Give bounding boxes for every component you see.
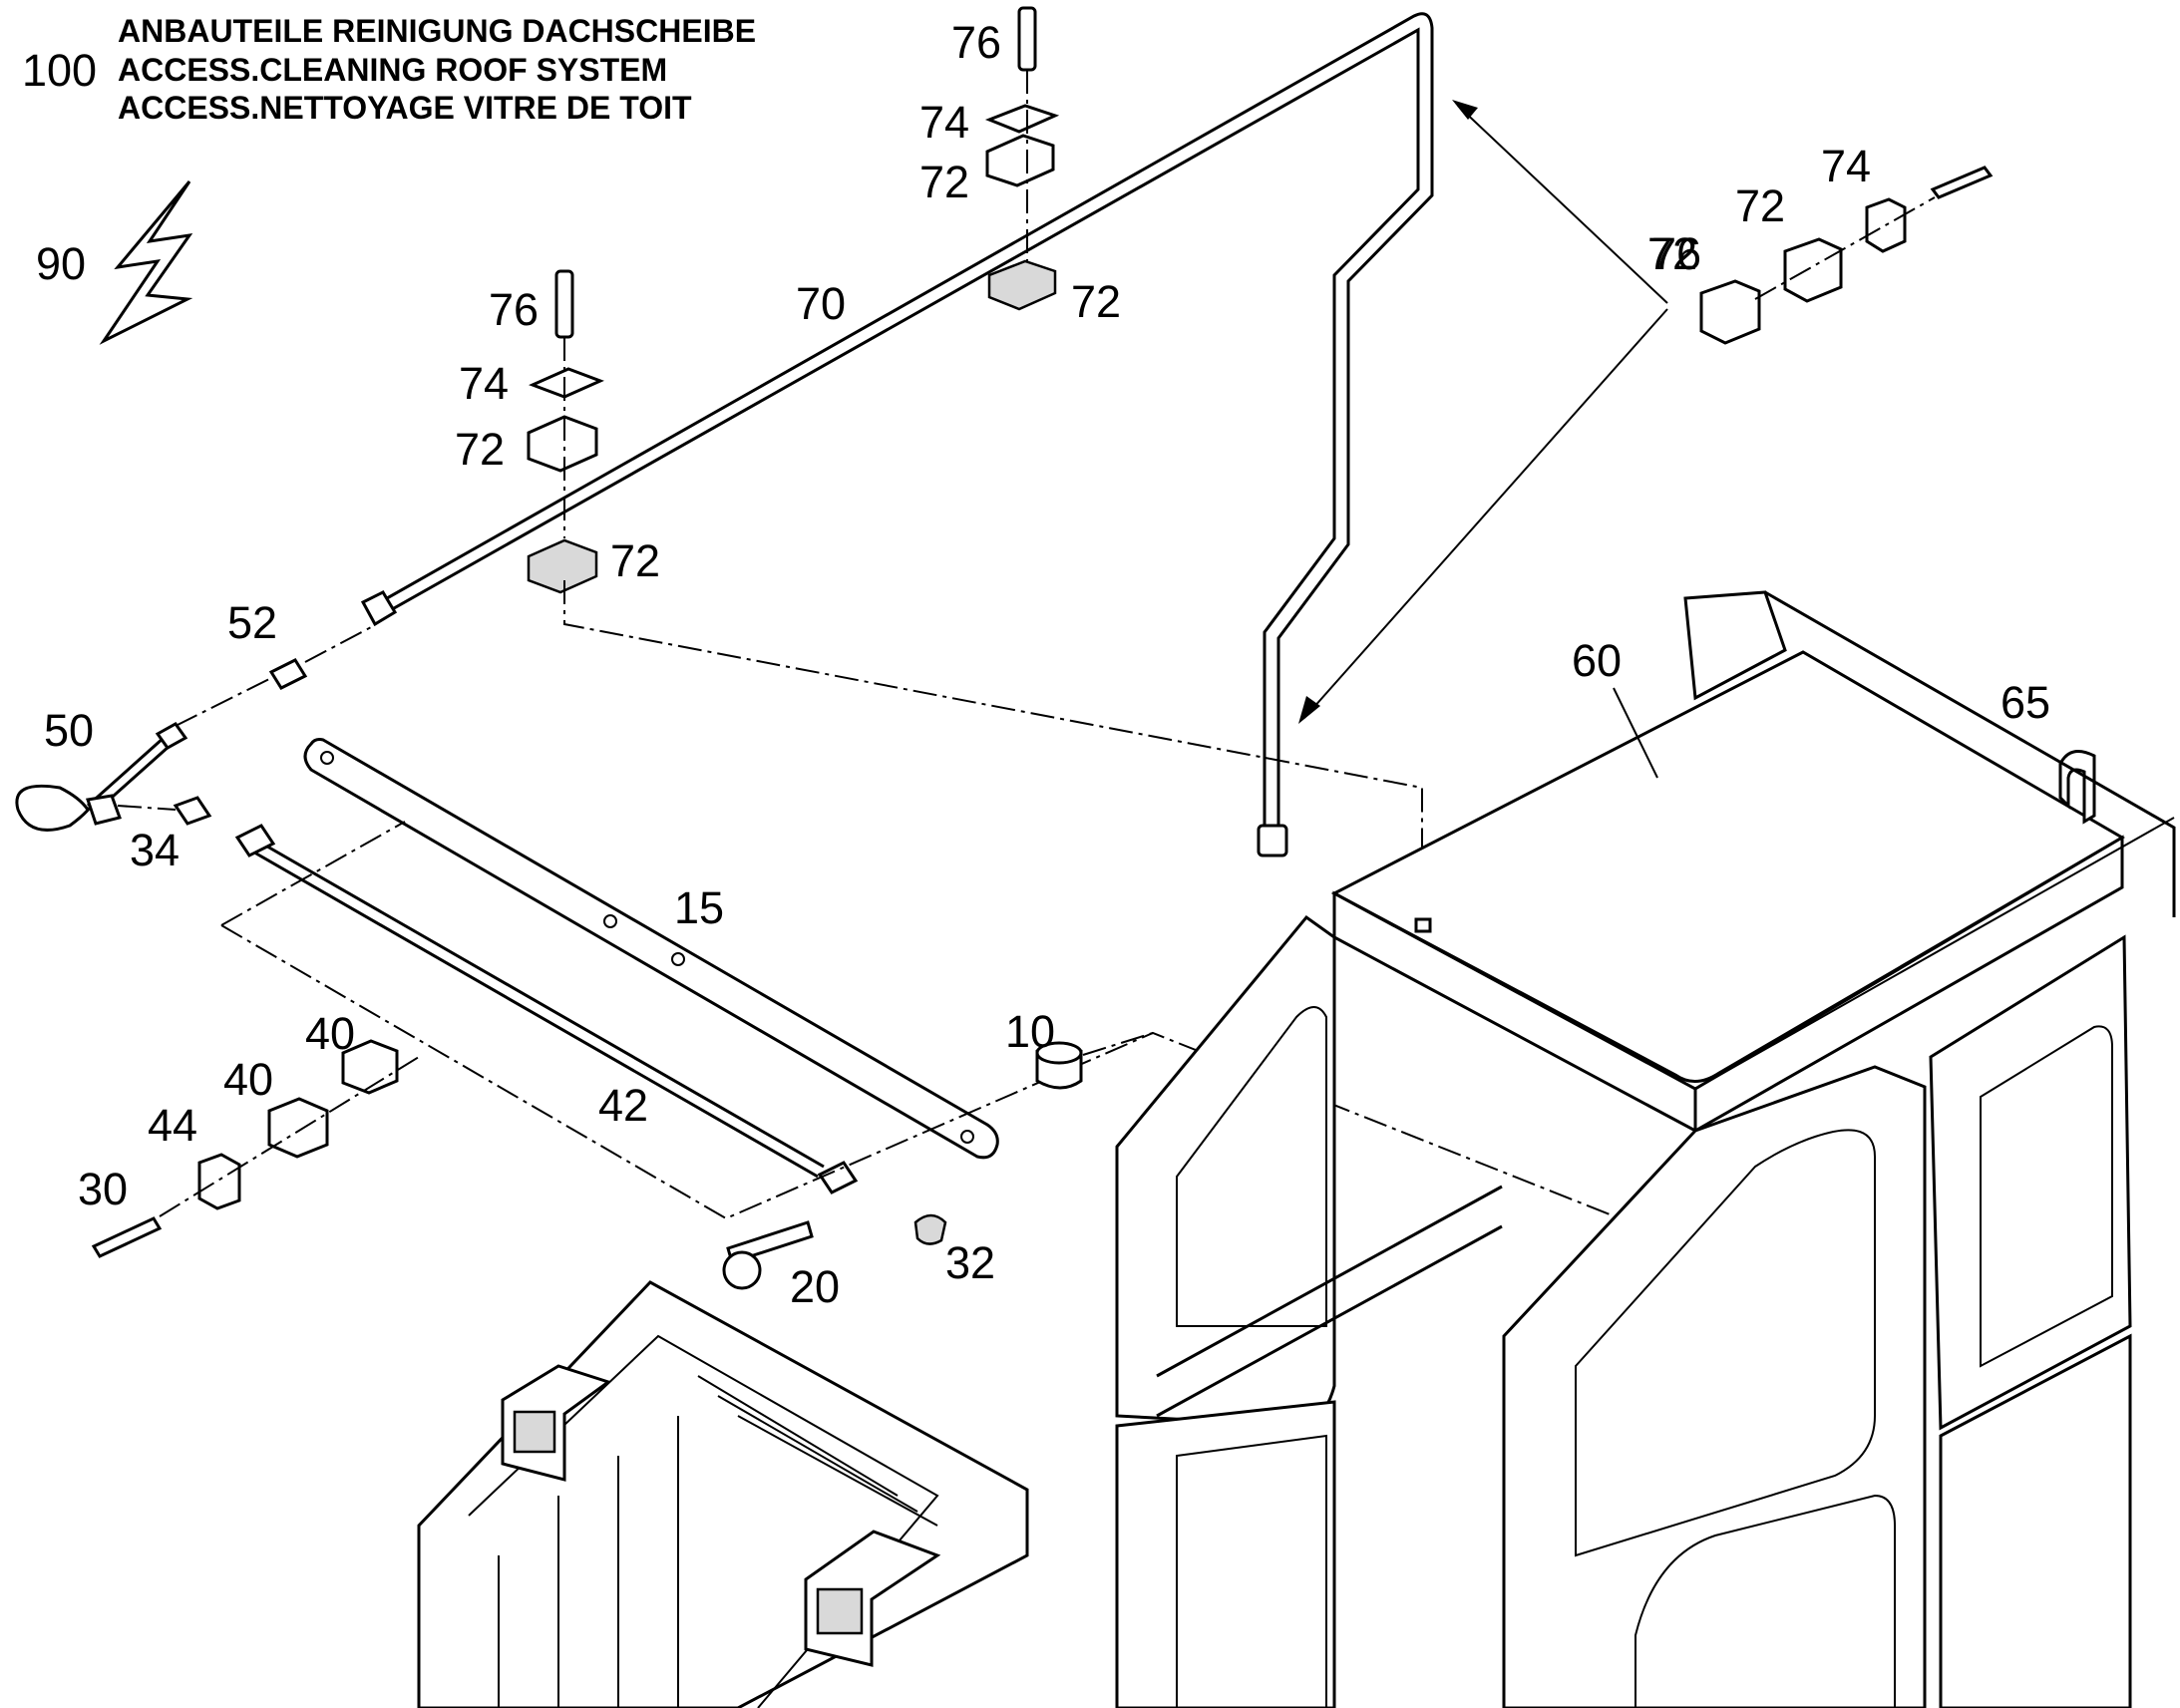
bolt-44 xyxy=(91,1216,163,1258)
callout-74: 74 xyxy=(459,358,509,409)
title-block: 100 ANBAUTEILE REINIGUNG DACHSCHEIBE ACC… xyxy=(22,13,756,126)
callout-52: 52 xyxy=(227,597,277,648)
callout-10: 10 xyxy=(1005,1006,1055,1057)
callout-72: 72 xyxy=(455,424,505,475)
callout-32: 32 xyxy=(945,1237,995,1288)
callout-50: 50 xyxy=(44,705,94,756)
callout-72: 72 xyxy=(610,535,660,586)
callout-76: 76 xyxy=(1651,228,1701,279)
clamp-stack-right: 76 74 72 72 xyxy=(1647,141,1994,345)
washer-74-top xyxy=(984,104,1060,134)
lightning-bolt-icon: 90 xyxy=(36,180,193,345)
bolt-76-right xyxy=(1930,166,1994,199)
callout-72: 72 xyxy=(1647,228,1697,279)
clamp-72-top-upper xyxy=(985,134,1055,187)
washer-74-left xyxy=(529,367,604,399)
bolt-76-left xyxy=(554,269,574,339)
fitting-34 xyxy=(173,796,212,826)
callout-72: 72 xyxy=(1735,180,1785,231)
clamp-72-right-b xyxy=(1783,237,1843,303)
nozzle-fitting xyxy=(86,794,122,826)
clamp-stack-top: 76 74 72 72 xyxy=(919,6,1121,327)
callout-70: 70 xyxy=(796,278,846,329)
fitting-52 xyxy=(268,658,308,690)
callout-74: 74 xyxy=(1821,141,1871,191)
hose-fitting-left xyxy=(234,824,276,857)
bolt-20: 20 xyxy=(722,1220,840,1312)
callout-44: 30 xyxy=(78,1164,128,1214)
title-line-fr: ACCESS.NETTOYAGE VITRE DE TOIT xyxy=(118,90,692,126)
clamp-72-right-a xyxy=(1699,279,1761,345)
title-number: 100 xyxy=(22,45,97,96)
spacer-10: 10 xyxy=(1005,1006,1154,1090)
callout-72: 72 xyxy=(1071,276,1121,327)
pipe-end-nut xyxy=(1257,824,1288,857)
callout-65: 65 xyxy=(2000,677,2050,728)
washer-42 xyxy=(197,1153,241,1210)
callout-76: 76 xyxy=(489,284,539,335)
clamp-72-top-lower xyxy=(987,259,1057,311)
vent-grid-right xyxy=(816,1587,864,1635)
symbol-label: 90 xyxy=(36,238,86,289)
callout-60: 60 xyxy=(1572,635,1622,686)
callout-40: 40 xyxy=(223,1054,273,1105)
washer-tank-assembly xyxy=(417,1280,1029,1708)
clamp-72-left-upper xyxy=(527,415,598,473)
callout-15: 15 xyxy=(674,882,724,933)
callout-40: 40 xyxy=(305,1008,355,1059)
clamp-72-left-lower xyxy=(527,538,598,594)
callout-72: 72 xyxy=(919,157,969,207)
bracket-15: 15 xyxy=(303,738,999,1160)
cab-assembly-60-65: 60 65 xyxy=(1115,590,2176,1708)
callout-42: 44 xyxy=(148,1100,197,1151)
bolt-76-top xyxy=(1017,6,1037,72)
callout-74: 74 xyxy=(919,97,969,148)
cap-32: 32 xyxy=(913,1213,995,1288)
pipe-nut-70 xyxy=(360,590,398,627)
callout-76: 76 xyxy=(951,17,1001,68)
hose-30: 42 xyxy=(234,824,859,1195)
title-line-de: ANBAUTEILE REINIGUNG DACHSCHEIBE xyxy=(118,13,756,49)
callout-34: 34 xyxy=(130,825,180,875)
nozzle-assembly: 52 50 34 xyxy=(15,597,374,875)
clamp-stack-left: 76 74 72 72 xyxy=(455,269,660,594)
fastener-set: 40 40 44 30 xyxy=(78,1008,420,1258)
title-line-en: ACCESS.CLEANING ROOF SYSTEM xyxy=(118,52,667,88)
callout-30: 42 xyxy=(598,1080,648,1131)
hose-fitting-right xyxy=(817,1161,859,1195)
nozzle-50 xyxy=(155,722,188,750)
clamp-40-b xyxy=(267,1097,329,1159)
callout-20: 20 xyxy=(790,1261,840,1312)
vent-grid-left xyxy=(513,1410,556,1454)
washer-pipe-70 xyxy=(360,12,1434,857)
roof-mount-point xyxy=(1414,917,1432,933)
handle-65 xyxy=(2058,750,2096,825)
reference-arrows xyxy=(1298,100,1668,724)
